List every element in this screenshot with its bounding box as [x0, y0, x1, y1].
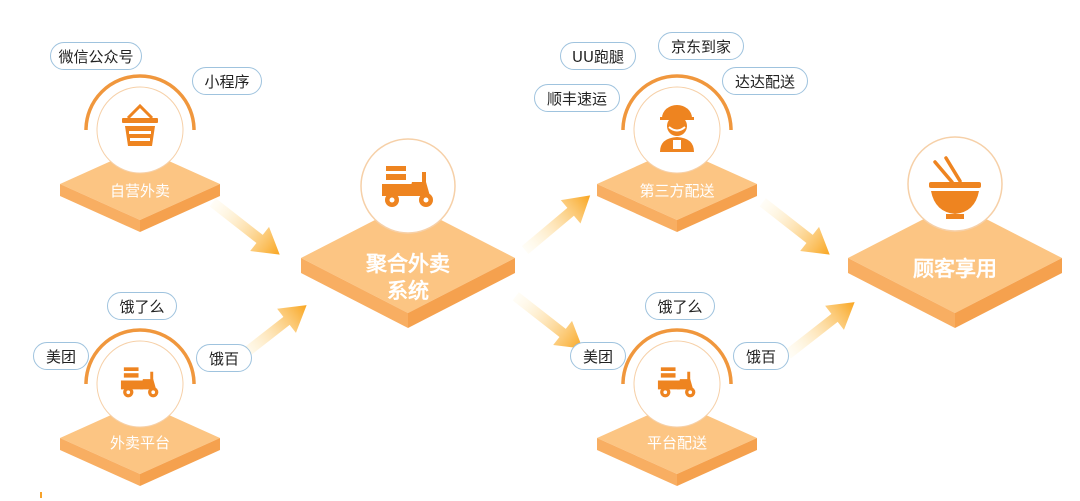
arrow-self-to-aggregator: [203, 190, 290, 267]
decorative-mark: [40, 492, 42, 498]
pill-meituan-left: 美团: [33, 342, 89, 370]
node-aggregator: [301, 138, 515, 328]
pill-ebai-right: 饿百: [733, 342, 789, 370]
pill-sf-express: 顺丰速运: [534, 84, 620, 112]
label-platform-delivery: 平台配送: [646, 434, 707, 452]
pill-eleme-left: 饿了么: [107, 292, 177, 320]
node-third-party-delivery: [597, 74, 757, 232]
label-takeaway-platform: 外卖平台: [109, 434, 170, 452]
arrow-aggregator-to-third-party: [515, 183, 601, 262]
pill-eleme-right: 饿了么: [645, 292, 715, 320]
courier-icon: [660, 105, 694, 152]
aggregator-line-2: 系统: [387, 279, 429, 303]
node-platform-delivery: [597, 328, 757, 486]
label-self-takeaway: 自营外卖: [109, 182, 170, 200]
pill-jd-daojia: 京东到家: [658, 32, 744, 60]
basket-icon: [122, 103, 158, 146]
pill-ebai-left: 饿百: [196, 344, 252, 372]
pill-meituan-right: 美团: [570, 342, 626, 370]
pill-wechat-official-account: 微信公众号: [50, 42, 142, 70]
pill-mini-program: 小程序: [192, 67, 262, 95]
label-customer: 顾客享用: [913, 257, 997, 281]
label-aggregator: 聚合外卖 系统: [348, 251, 468, 305]
aggregator-line-1: 聚合外卖: [366, 252, 450, 276]
bowl-icon: [929, 156, 981, 219]
arrow-platform-delivery-to-customer: [778, 290, 865, 367]
pill-dada-delivery: 达达配送: [722, 67, 808, 95]
arrow-third-party-to-customer: [753, 190, 840, 267]
node-takeaway-platform: [60, 328, 220, 486]
node-customer: [848, 136, 1062, 328]
node-self-takeaway: [60, 74, 220, 232]
label-third-party-delivery: 第三方配送: [639, 182, 715, 200]
pill-uu-errand: UU跑腿: [560, 42, 636, 70]
